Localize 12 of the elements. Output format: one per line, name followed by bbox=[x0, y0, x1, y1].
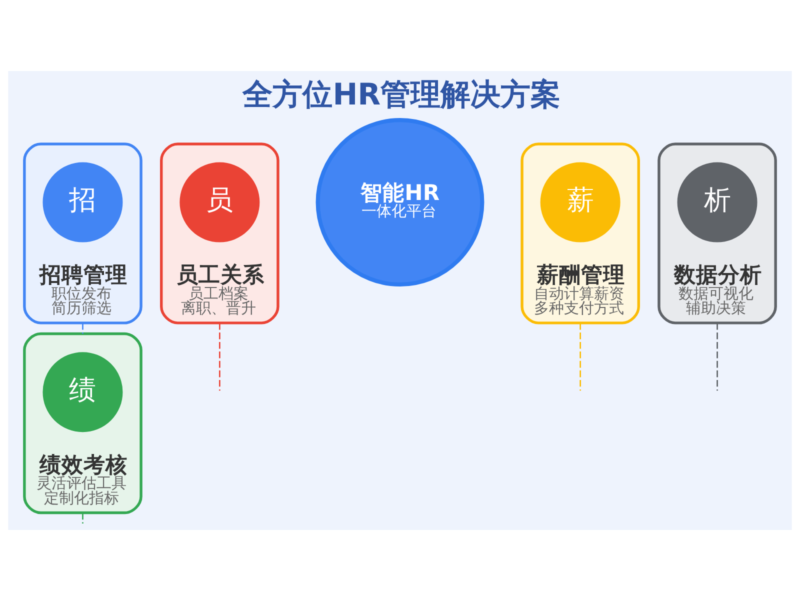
node-circle: 员 bbox=[180, 162, 260, 242]
node-circle: 智能HR 一体化平台 bbox=[316, 118, 484, 286]
connector bbox=[219, 322, 220, 390]
node-circle: 薪 bbox=[540, 162, 620, 242]
connector bbox=[716, 322, 718, 390]
connector bbox=[82, 512, 84, 523]
node-circle: 析 bbox=[677, 162, 758, 242]
node-circle: 招 bbox=[42, 162, 123, 242]
diagram-title: 全方位HR管理解决方案 bbox=[242, 76, 561, 112]
connector bbox=[82, 322, 84, 334]
connector bbox=[580, 322, 581, 390]
node-circle: 绩 bbox=[42, 352, 123, 432]
